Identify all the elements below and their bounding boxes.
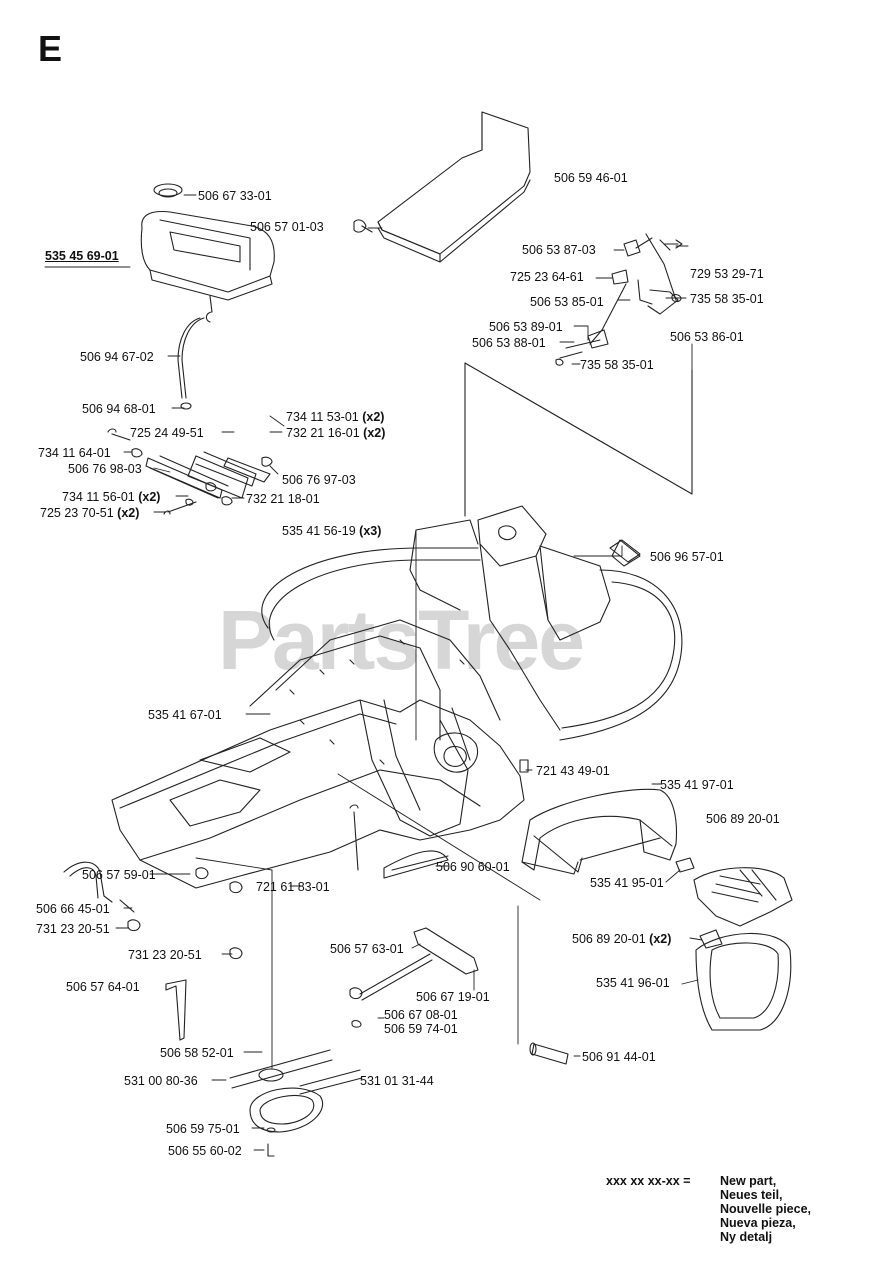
part-label[interactable]: 535 41 96-01 <box>596 976 670 990</box>
part-label[interactable]: 506 67 19-01 <box>416 990 490 1004</box>
part-label[interactable]: 731 23 20-51 <box>128 948 202 962</box>
part-label[interactable]: 506 57 64-01 <box>66 980 140 994</box>
leader-lines <box>44 194 703 1151</box>
part-label[interactable]: 535 41 97-01 <box>660 778 734 792</box>
legend-line: Ny detalj <box>720 1230 773 1244</box>
part-label[interactable]: 506 76 98-03 <box>68 462 142 476</box>
fuel-tank-illustration <box>140 183 275 410</box>
part-label[interactable]: 506 55 60-02 <box>168 1144 242 1158</box>
part-label[interactable]: 721 61 83-01 <box>256 880 330 894</box>
section-letter: E <box>38 28 63 69</box>
lower-parts-illustration <box>63 804 569 1157</box>
part-label[interactable]: 535 41 56-19 (x3) <box>282 524 382 538</box>
part-label[interactable]: 506 67 33-01 <box>198 189 272 203</box>
part-label[interactable]: 506 59 74-01 <box>384 1022 458 1036</box>
part-label[interactable]: 506 59 75-01 <box>166 1122 240 1136</box>
part-label[interactable]: 734 11 53-01 (x2) <box>286 410 385 424</box>
part-label[interactable]: 506 53 87-03 <box>522 243 596 257</box>
bracket-plates-illustration <box>107 428 273 515</box>
part-label[interactable]: 506 66 45-01 <box>36 902 110 916</box>
part-label[interactable]: 506 53 85-01 <box>530 295 604 309</box>
part-label[interactable]: 506 57 01-03 <box>250 220 324 234</box>
part-label[interactable]: 531 01 31-44 <box>360 1074 434 1088</box>
highlighted-part-number: 535 45 69-01 <box>45 249 119 263</box>
part-label[interactable]: 506 91 44-01 <box>582 1050 656 1064</box>
part-label[interactable]: 506 53 86-01 <box>670 330 744 344</box>
part-label[interactable]: 535 41 67-01 <box>148 708 222 722</box>
legend-line: Neues teil, <box>720 1188 783 1202</box>
part-label[interactable]: 731 23 20-51 <box>36 922 110 936</box>
part-label[interactable]: 725 23 70-51 (x2) <box>40 506 140 520</box>
part-label[interactable]: 506 94 67-02 <box>80 350 154 364</box>
part-label[interactable]: 535 41 95-01 <box>590 876 664 890</box>
part-label[interactable]: 734 11 64-01 <box>38 446 111 460</box>
part-label[interactable]: 506 58 52-01 <box>160 1046 234 1060</box>
main-frame-illustration <box>111 505 683 960</box>
part-label[interactable]: 734 11 56-01 (x2) <box>62 490 161 504</box>
part-label[interactable]: 735 58 35-01 <box>690 292 764 306</box>
legend-line: Nouvelle piece, <box>720 1202 812 1216</box>
part-label[interactable]: 732 21 18-01 <box>246 492 320 506</box>
cover-panel-illustration <box>464 362 693 517</box>
part-label[interactable]: 506 94 68-01 <box>82 402 156 416</box>
legend-new-part-translations: New part, Neues teil, Nouvelle piece, Nu… <box>720 1174 811 1244</box>
part-label[interactable]: 531 00 80-36 <box>124 1074 198 1088</box>
grille-guard-illustration <box>675 857 793 1031</box>
watermark: PartsTree <box>218 593 585 687</box>
part-label[interactable]: 506 53 88-01 <box>472 336 546 350</box>
part-label[interactable]: 506 89 20-01 (x2) <box>572 932 672 946</box>
part-label[interactable]: 506 57 63-01 <box>330 942 404 956</box>
part-label[interactable]: 506 57 59-01 <box>82 868 156 882</box>
rear-cover-illustration <box>521 788 678 875</box>
part-label[interactable]: 506 67 08-01 <box>384 1008 458 1022</box>
part-label[interactable]: 506 89 20-01 <box>706 812 780 826</box>
legend-line: New part, <box>720 1174 777 1188</box>
legend-new-part-code: xxx xx xx-xx = <box>606 1174 691 1188</box>
part-label[interactable]: 506 76 97-03 <box>282 473 356 487</box>
part-label[interactable]: 735 58 35-01 <box>580 358 654 372</box>
part-label[interactable]: 725 23 64-61 <box>510 270 584 284</box>
pedal-linkage-illustration <box>555 233 683 366</box>
part-label[interactable]: 729 53 29-71 <box>690 267 764 281</box>
part-label[interactable]: 732 21 16-01 (x2) <box>286 426 386 440</box>
part-label[interactable]: 725 24 49-51 <box>130 426 204 440</box>
part-label[interactable]: 506 90 60-01 <box>436 860 510 874</box>
part-label[interactable]: 721 43 49-01 <box>536 764 610 778</box>
part-label[interactable]: 506 96 57-01 <box>650 550 724 564</box>
part-label[interactable]: 506 53 89-01 <box>489 320 563 334</box>
part-label[interactable]: 506 59 46-01 <box>554 171 628 185</box>
seat-pan-illustration <box>353 111 531 263</box>
legend-line: Nueva pieza, <box>720 1216 796 1230</box>
